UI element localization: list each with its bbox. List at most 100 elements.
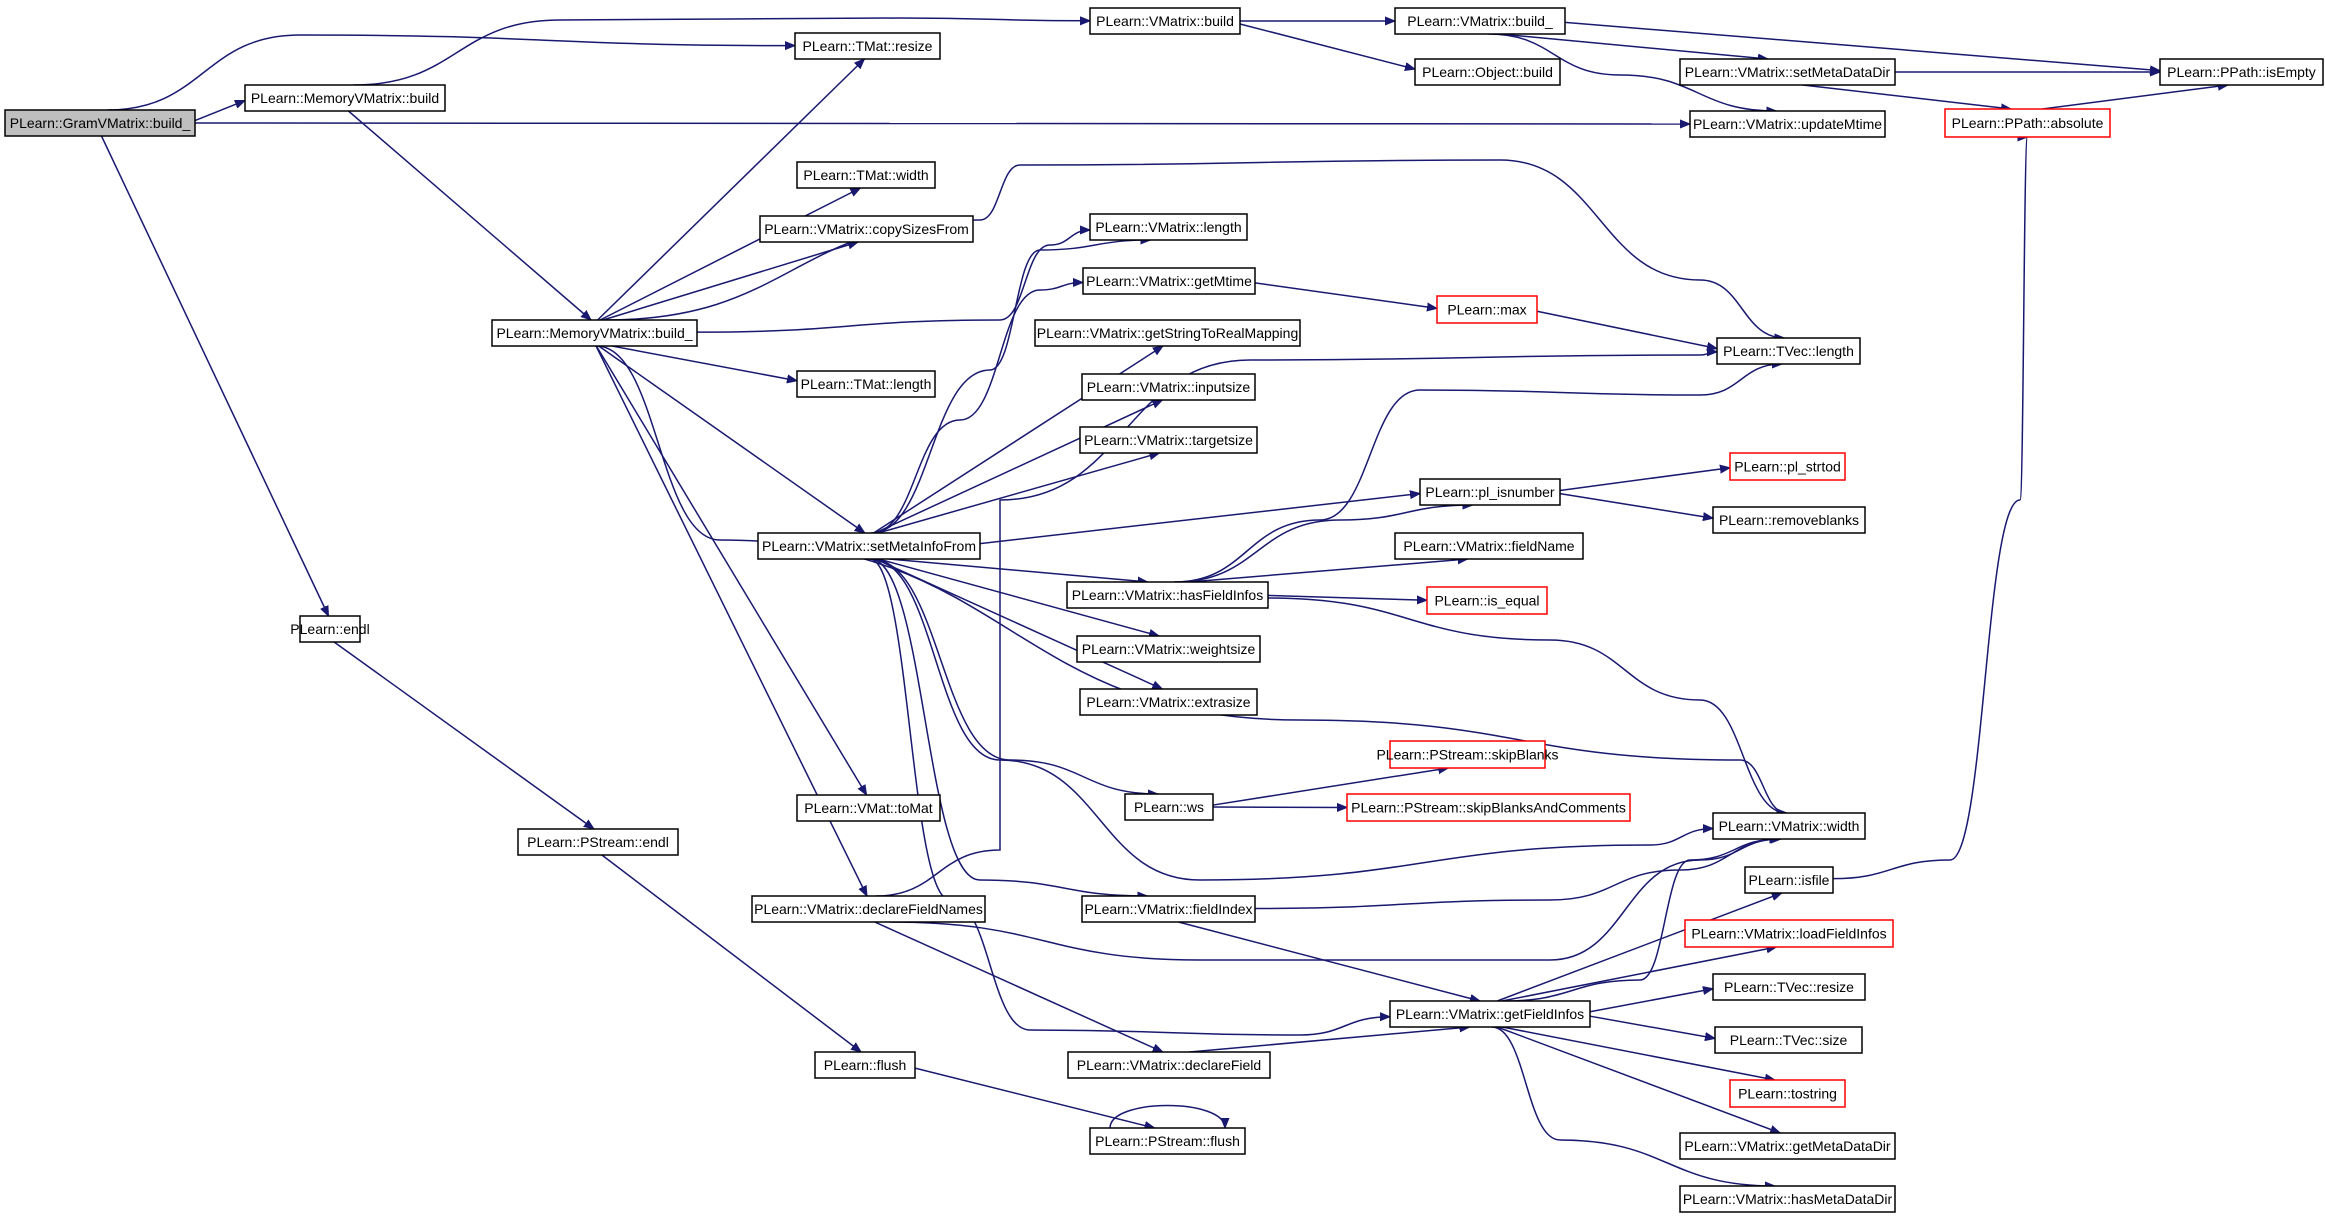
node-box: [1081, 373, 1256, 401]
node-box: [1089, 213, 1248, 241]
node-box: [244, 84, 446, 112]
edge-gram-build--to-update-mtime: [194, 123, 1690, 124]
edge-ppath-absolute-to-ppath-isempty: [2042, 85, 2228, 110]
node-tvec-resize[interactable]: PLearn::TVec::resize: [1712, 973, 1866, 1001]
node-set-meta-data-dir[interactable]: PLearn::VMatrix::setMetaDataDir: [1679, 58, 1896, 86]
node-tvec-length[interactable]: PLearn::TVec::length: [1716, 337, 1861, 365]
edge-has-field-infos-to-pl-isnumber: [1174, 505, 1473, 583]
node-box: [1079, 688, 1258, 716]
node-has-meta-data-dir[interactable]: PLearn::VMatrix::hasMetaDataDir: [1679, 1185, 1896, 1213]
node-vmat-tomat[interactable]: PLearn::VMat::toMat: [796, 794, 941, 822]
node-label: PLearn::VMatrix::hasFieldInfos: [1072, 587, 1263, 603]
node-pl-strtod[interactable]: PLearn::pl_strtod: [1729, 452, 1846, 481]
node-label: PLearn::VMatrix::length: [1095, 219, 1241, 235]
edge-gram-build--to-mem-build: [194, 99, 245, 122]
node-load-field-infos[interactable]: PLearn::VMatrix::loadFieldInfos: [1684, 919, 1894, 948]
node-obj-build[interactable]: PLearn::Object::build: [1414, 58, 1561, 86]
node-box: [4, 109, 196, 137]
node-pstream-endl[interactable]: PLearn::PStream::endl: [517, 828, 679, 856]
node-get-mtime[interactable]: PLearn::VMatrix::getMtime: [1082, 267, 1256, 295]
node-max[interactable]: PLearn::max: [1436, 295, 1538, 324]
edge-field-index-to-get-field-infos: [1178, 921, 1480, 1001]
node-label: PLearn::PPath::isEmpty: [2167, 64, 2316, 80]
node-vm-build-[interactable]: PLearn::VMatrix::build_: [1394, 7, 1566, 35]
edge-set-meta-info-to-ws: [871, 558, 1158, 794]
node-vm-width[interactable]: PLearn::VMatrix::width: [1712, 812, 1866, 840]
node-pl-isnumber[interactable]: PLearn::pl_isnumber: [1419, 478, 1561, 506]
node-has-field-infos[interactable]: PLearn::VMatrix::hasFieldInfos: [1066, 581, 1269, 609]
node-is-equal[interactable]: PLearn::is_equal: [1426, 586, 1548, 615]
node-targetsize[interactable]: PLearn::VMatrix::targetsize: [1079, 426, 1258, 454]
edge-get-field-infos-to-load-field-infos: [1501, 947, 1776, 1002]
node-tmat-width[interactable]: PLearn::TMat::width: [796, 161, 936, 189]
node-pstream-flush[interactable]: PLearn::PStream::flush: [1089, 1127, 1246, 1155]
node-label: PLearn::VMatrix::declareField: [1077, 1057, 1261, 1073]
node-removeblanks[interactable]: PLearn::removeblanks: [1712, 506, 1866, 534]
node-declare-field[interactable]: PLearn::VMatrix::declareField: [1067, 1051, 1271, 1079]
edge-gram-build--to-tmat-resize: [107, 34, 795, 111]
node-label: PLearn::VMatrix::getFieldInfos: [1396, 1006, 1584, 1022]
node-box: [1679, 1185, 1896, 1213]
node-declare-field-names[interactable]: PLearn::VMatrix::declareFieldNames: [751, 895, 986, 923]
edge-set-meta-info-to-vm-length: [871, 240, 1150, 534]
node-label: PLearn::VMatrix::targetsize: [1084, 432, 1253, 448]
node-label: PLearn::VMatrix::hasMetaDataDir: [1683, 1191, 1893, 1207]
node-tvec-size[interactable]: PLearn::TVec::size: [1714, 1026, 1863, 1054]
node-tmat-resize[interactable]: PLearn::TMat::resize: [794, 32, 941, 60]
edge-mem-build--to-set-meta-info: [598, 345, 865, 533]
node-label: PLearn::endl: [290, 621, 369, 637]
node-flush[interactable]: PLearn::flush: [814, 1051, 916, 1079]
node-inputsize[interactable]: PLearn::VMatrix::inputsize: [1081, 373, 1256, 401]
node-box: [796, 794, 941, 822]
node-get-field-infos[interactable]: PLearn::VMatrix::getFieldInfos: [1389, 1000, 1591, 1028]
node-str-to-real[interactable]: PLearn::VMatrix::getStringToRealMapping: [1034, 319, 1301, 347]
node-box: [1034, 319, 1301, 347]
edge-has-field-infos-to-is-equal: [1267, 594, 1427, 600]
node-set-meta-info[interactable]: PLearn::VMatrix::setMetaInfoFrom: [757, 532, 981, 560]
node-gram-build-[interactable]: PLearn::GramVMatrix::build_: [4, 109, 196, 137]
node-label: PLearn::TVec::length: [1723, 343, 1854, 359]
node-ppath-isempty[interactable]: PLearn::PPath::isEmpty: [2159, 58, 2324, 86]
node-vm-length[interactable]: PLearn::VMatrix::length: [1089, 213, 1248, 241]
edge-get-field-infos-to-get-meta-data-dir: [1497, 1026, 1780, 1133]
node-weightsize[interactable]: PLearn::VMatrix::weightsize: [1076, 635, 1261, 663]
edge-set-meta-info-to-weightsize: [878, 558, 1159, 636]
edge-get-field-infos-to-tostring: [1502, 1026, 1775, 1080]
node-box: [1389, 1000, 1591, 1028]
node-label: PLearn::is_equal: [1434, 593, 1539, 609]
node-get-meta-data-dir[interactable]: PLearn::VMatrix::getMetaDataDir: [1679, 1132, 1896, 1160]
node-label: PLearn::Object::build: [1422, 64, 1553, 80]
node-tmat-length[interactable]: PLearn::TMat::length: [796, 370, 936, 398]
node-isfile[interactable]: PLearn::isfile: [1744, 866, 1834, 894]
node-tostring[interactable]: PLearn::tostring: [1729, 1079, 1846, 1108]
node-skip-blanks[interactable]: PLearn::PStream::skipBlanks: [1376, 740, 1559, 769]
node-box: [1712, 973, 1866, 1001]
node-label: PLearn::pl_isnumber: [1425, 484, 1555, 500]
node-label: PLearn::PStream::flush: [1095, 1133, 1240, 1149]
node-box: [1067, 1051, 1271, 1079]
node-ppath-absolute[interactable]: PLearn::PPath::absolute: [1944, 108, 2111, 138]
node-box: [751, 895, 986, 923]
node-box: [1729, 1079, 1846, 1108]
node-label: PLearn::VMatrix::extrasize: [1086, 694, 1250, 710]
node-box: [1089, 1127, 1246, 1155]
node-box: [1944, 108, 2111, 138]
node-box: [1744, 866, 1834, 894]
node-update-mtime[interactable]: PLearn::VMatrix::updateMtime: [1689, 110, 1886, 138]
node-skip-blanks-comments[interactable]: PLearn::PStream::skipBlanksAndComments: [1346, 793, 1631, 822]
node-mem-build-[interactable]: PLearn::MemoryVMatrix::build_: [491, 319, 698, 347]
node-label: PLearn::VMatrix::getMtime: [1086, 273, 1252, 289]
node-label: PLearn::TMat::resize: [803, 38, 933, 54]
node-endl[interactable]: PLearn::endl: [290, 615, 370, 643]
node-field-name[interactable]: PLearn::VMatrix::fieldName: [1394, 532, 1584, 560]
node-box: [299, 615, 361, 643]
node-copy-sizes[interactable]: PLearn::VMatrix::copySizesFrom: [759, 215, 974, 243]
node-ws[interactable]: PLearn::ws: [1124, 793, 1214, 821]
node-extrasize[interactable]: PLearn::VMatrix::extrasize: [1079, 688, 1258, 716]
node-vm-build[interactable]: PLearn::VMatrix::build: [1089, 7, 1241, 35]
edge-gram-build--to-endl: [100, 135, 330, 616]
edge-vm-build-to-obj-build: [1239, 23, 1415, 69]
node-box: [1679, 58, 1896, 86]
node-field-index[interactable]: PLearn::VMatrix::fieldIndex: [1081, 895, 1256, 923]
node-mem-build[interactable]: PLearn::MemoryVMatrix::build: [244, 84, 446, 112]
